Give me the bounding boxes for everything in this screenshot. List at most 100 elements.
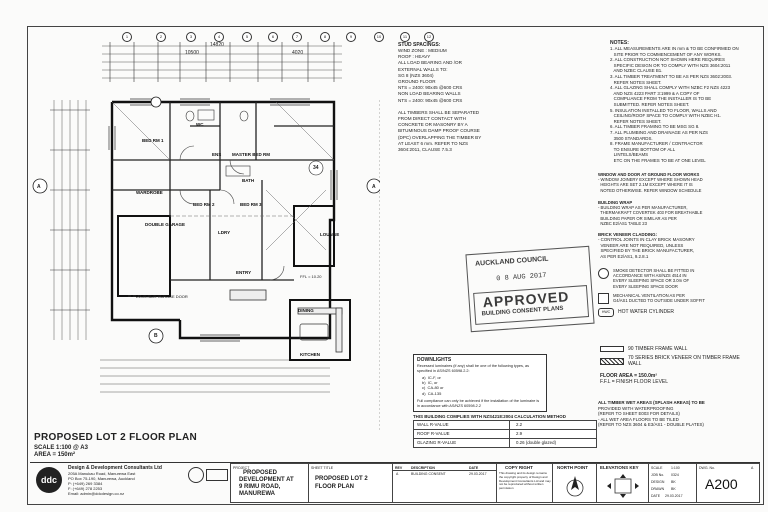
smoke-note-line: SMOKE DETECTOR SHALL BE FITTED IN: [613, 268, 695, 273]
note-line: 7. ALL PLUMBING AND DRAINAGE AS PER NZS: [610, 129, 708, 135]
sheet-number: A200: [705, 476, 738, 492]
company-fax: F: (+649) 278 2253: [68, 486, 103, 491]
stud-spacing-line: NON LOAD BEARING WALLS: [398, 91, 461, 97]
wet-area-line: (REFER TO NZS 3604 & E3/AS1 - DOUBLE PLA…: [598, 422, 704, 428]
brick-wall-label: 70 SERIES BRICK VENEER ON TIMBER FRAME W…: [628, 355, 740, 367]
sheet-number-cell: DWG. No. A A200: [696, 463, 760, 503]
section-marker-a-right: A: [372, 184, 376, 190]
grid-column-bubble: 10: [374, 32, 384, 42]
stud-spacing-line: WIND ZONE : MEDIUM: [398, 48, 447, 53]
drawing-scale: SCALE 1:100 @ A3: [34, 445, 88, 451]
project-line4: MANUREWA: [239, 491, 275, 497]
meta-date-value: 29.03.2017: [665, 494, 683, 498]
note-line: SUBMITTED. REFER NOTES SHEET.: [610, 101, 690, 107]
building-wrap-line: NZBC E2/AS1 TABLE 23: [598, 220, 647, 226]
room-label-kitchen: KITCHEN: [300, 352, 320, 357]
downlight-type: b) IC, or: [422, 380, 438, 386]
notes-lines: 1. ALL MEASUREMENTS ARE IN mm & TO BE CO…: [610, 46, 758, 163]
room-label-wc: WC: [196, 122, 204, 127]
dwg-rev: A: [751, 466, 754, 470]
smoke-note-line: EVERY SLEEPING SPACE OR 3.0m OF: [613, 278, 690, 284]
separation-line: BITUMINOUS DAMP PROOF COURSE: [398, 128, 480, 134]
room-label-master: MASTER BED RM: [232, 152, 270, 157]
project-line2: DEVELOPMENT AT: [239, 477, 294, 483]
room-label-bed1: BED RM 1: [142, 138, 164, 143]
company-info: Design & Development Consultants Ltd 205…: [68, 465, 198, 496]
note-line: 3500 STANDARDS.: [610, 135, 653, 141]
window-note-line: HEIGHTS ARE SET 2.1M EXCEPT WHERE IT IS: [598, 182, 693, 188]
grid-column-bubble: 2: [156, 32, 166, 42]
note-line: SPECIFIC DESIGN OR TO COMPLY WITH NZS 36…: [610, 62, 731, 68]
wet-area-line: ALL TIMBER WET AREAS (SPLASH AREAS) TO B…: [598, 400, 705, 405]
window-notes-block: WINDOW AND DOOR AT GROUND FLOOR WORKS- W…: [598, 172, 758, 193]
title-block: ddc Design & Development Consultants Ltd…: [30, 462, 760, 503]
r-value-value: 0.26 (double glazed): [516, 440, 557, 445]
stud-spacings-heading: STUD SPACINGS:: [398, 42, 441, 48]
separation-line: AT LEAST 6 mm. REFER TO NZS: [398, 140, 469, 146]
notes-heading: NOTES:: [610, 40, 629, 46]
wet-area-line: - ALL WET AREA FLOORS TO BE TILED: [598, 416, 679, 422]
r-value-label: GLAZING R-VALUE: [414, 439, 510, 447]
stud-spacing-line: NTS = 2400: 90x45 @600 CRS: [398, 97, 463, 103]
project-line1: PROPOSED: [243, 470, 278, 476]
note-line: REFER NOTES SHEET.: [610, 79, 662, 85]
project-label: PROJECT: [233, 466, 250, 470]
note-line: SITE PRIOR TO COMMENCEMENT OF ANY WORKS.: [610, 51, 722, 57]
project-cell: PROJECT PROPOSED DEVELOPMENT AT 9 RIMU R…: [230, 463, 310, 503]
downlights-box: DOWNLIGHTS Recessed luminaires (if any) …: [413, 354, 547, 412]
room-label-bed3: BED RM 3: [240, 202, 262, 207]
building-wrap-line: THERMAKRAFT COVERTEK 403 FOR BREATHABLE: [598, 210, 703, 216]
sheet-title-line2: FLOOR PLAN: [315, 484, 354, 490]
brick-note-line: VENEER ARE NOT REQUIRED, UNLESS: [598, 242, 684, 248]
brick-note-line: BRICK VENEER CLADDING:: [598, 232, 658, 237]
copyright-cell: COPY RIGHT This drawing and its design r…: [496, 463, 554, 503]
rev-row-rev: A: [396, 472, 399, 476]
section-marker-a-left: A: [37, 184, 41, 190]
drawing-title: PROPOSED LOT 2 FLOOR PLAN: [34, 432, 198, 443]
hwc-note: HOT WATER CYLINDER: [618, 309, 675, 316]
ventilation-icon: [598, 292, 609, 304]
stamp-council: AUCKLAND COUNCIL: [474, 255, 549, 268]
rev-row-date: 29.03.2017: [469, 472, 487, 476]
company-address2: PO Box 75-190, Manurewa, Auckland: [68, 476, 135, 481]
copyright-text: This drawing and its design remains the …: [499, 471, 551, 491]
revisions-cell: REV DESCRIPTION DATE A BUILDING CONSENT …: [392, 463, 498, 503]
r-value-heading: THIS BUILDING COMPLIES WITH NZS4218:2004…: [413, 414, 566, 419]
rev-header-date: DATE: [469, 466, 479, 470]
note-line: 3. ALL TIMBER TREATMENT TO BE AS PER NZS…: [610, 73, 733, 79]
r-value-value: 2.2: [516, 422, 523, 427]
stamp-date: 0 8 AUG 2017: [495, 271, 547, 284]
room-label-ens: ENS: [212, 152, 222, 157]
downlight-type: d) CA-135: [422, 390, 442, 396]
room-label-garage: DOUBLE GARAGE: [145, 222, 186, 227]
window-notes-lines: WINDOW AND DOOR AT GROUND FLOOR WORKS- W…: [598, 172, 758, 193]
meta-scale-label: SCALE: [651, 466, 663, 470]
sheet-title-cell: SHEET TITLE PROPOSED LOT 2 FLOOR PLAN: [308, 463, 394, 503]
grid-column-bubble: 4: [214, 32, 224, 42]
meta-date-label: DATE: [651, 494, 661, 498]
note-line: ETC ON THE FRAMES TO BE AT ONE LEVEL: [610, 157, 706, 163]
ffl-legend: F.F.L = FINISH FLOOR LEVEL: [600, 379, 669, 385]
meta-drawn-label: DRAWN: [651, 487, 665, 491]
company-name: Design & Development Consultants Ltd: [68, 465, 162, 471]
downlights-footer: Full compliance can only be achieved if …: [417, 399, 540, 408]
ffl-label: FFL = 10.20: [300, 274, 322, 279]
note-line: 1. ALL MEASUREMENTS ARE IN mm & TO BE CO…: [610, 46, 739, 51]
separation-line: 3604:2011, CLAUSE 7.5.3: [398, 147, 452, 153]
grid-column-bubble: 6: [268, 32, 278, 42]
meta-drawn-value: BK: [671, 487, 676, 491]
stud-spacing-line: ALL LOAD BEARING AND /OR: [398, 60, 462, 66]
note-line: AND NZBC CLAUSE B1.: [610, 68, 663, 74]
timber-wall-label: 90 TIMBER FRAME WALL: [628, 346, 688, 352]
rev-header-desc: DESCRIPTION: [411, 466, 435, 470]
grid-column-bubble: 9: [346, 32, 356, 42]
note-line: TO ENSURE BOTTOM OF ALL: [610, 146, 676, 152]
copyright-heading: COPY RIGHT: [505, 465, 533, 470]
room-label-entry: ENTRY: [236, 270, 252, 275]
downlight-type: c) CA-80 or: [422, 385, 444, 391]
room-label-bed2: BED RM 2: [193, 202, 215, 207]
company-phone: P: (+649) 269 3384: [68, 481, 103, 486]
room-label-lounge: LOUNGE: [320, 232, 340, 237]
